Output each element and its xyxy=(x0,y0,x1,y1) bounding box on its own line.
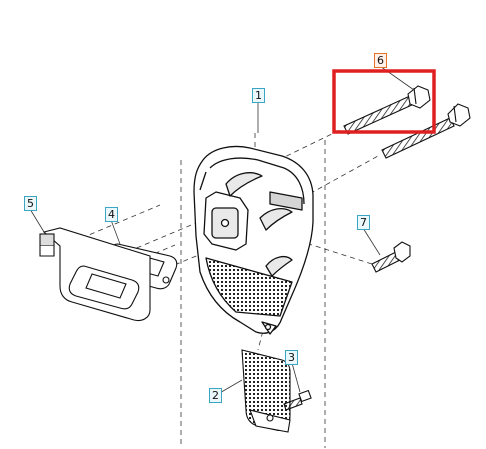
callout-7[interactable]: 7 xyxy=(357,215,370,230)
callout-3[interactable]: 3 xyxy=(285,350,298,365)
callout-1[interactable]: 1 xyxy=(252,88,265,103)
medium-bolt xyxy=(371,241,411,273)
heat-shield-plate xyxy=(39,227,151,322)
small-screw xyxy=(283,389,312,411)
long-bolt xyxy=(343,85,431,135)
spark-arrester-screen xyxy=(241,349,291,433)
long-bolt-second xyxy=(381,103,471,159)
callout-5[interactable]: 5 xyxy=(24,196,37,211)
callout-4[interactable]: 4 xyxy=(105,207,118,222)
callout-2[interactable]: 2 xyxy=(209,388,222,403)
callout-6[interactable]: 6 xyxy=(374,53,387,68)
highlight-box xyxy=(332,69,436,134)
muffler-body xyxy=(193,145,314,335)
